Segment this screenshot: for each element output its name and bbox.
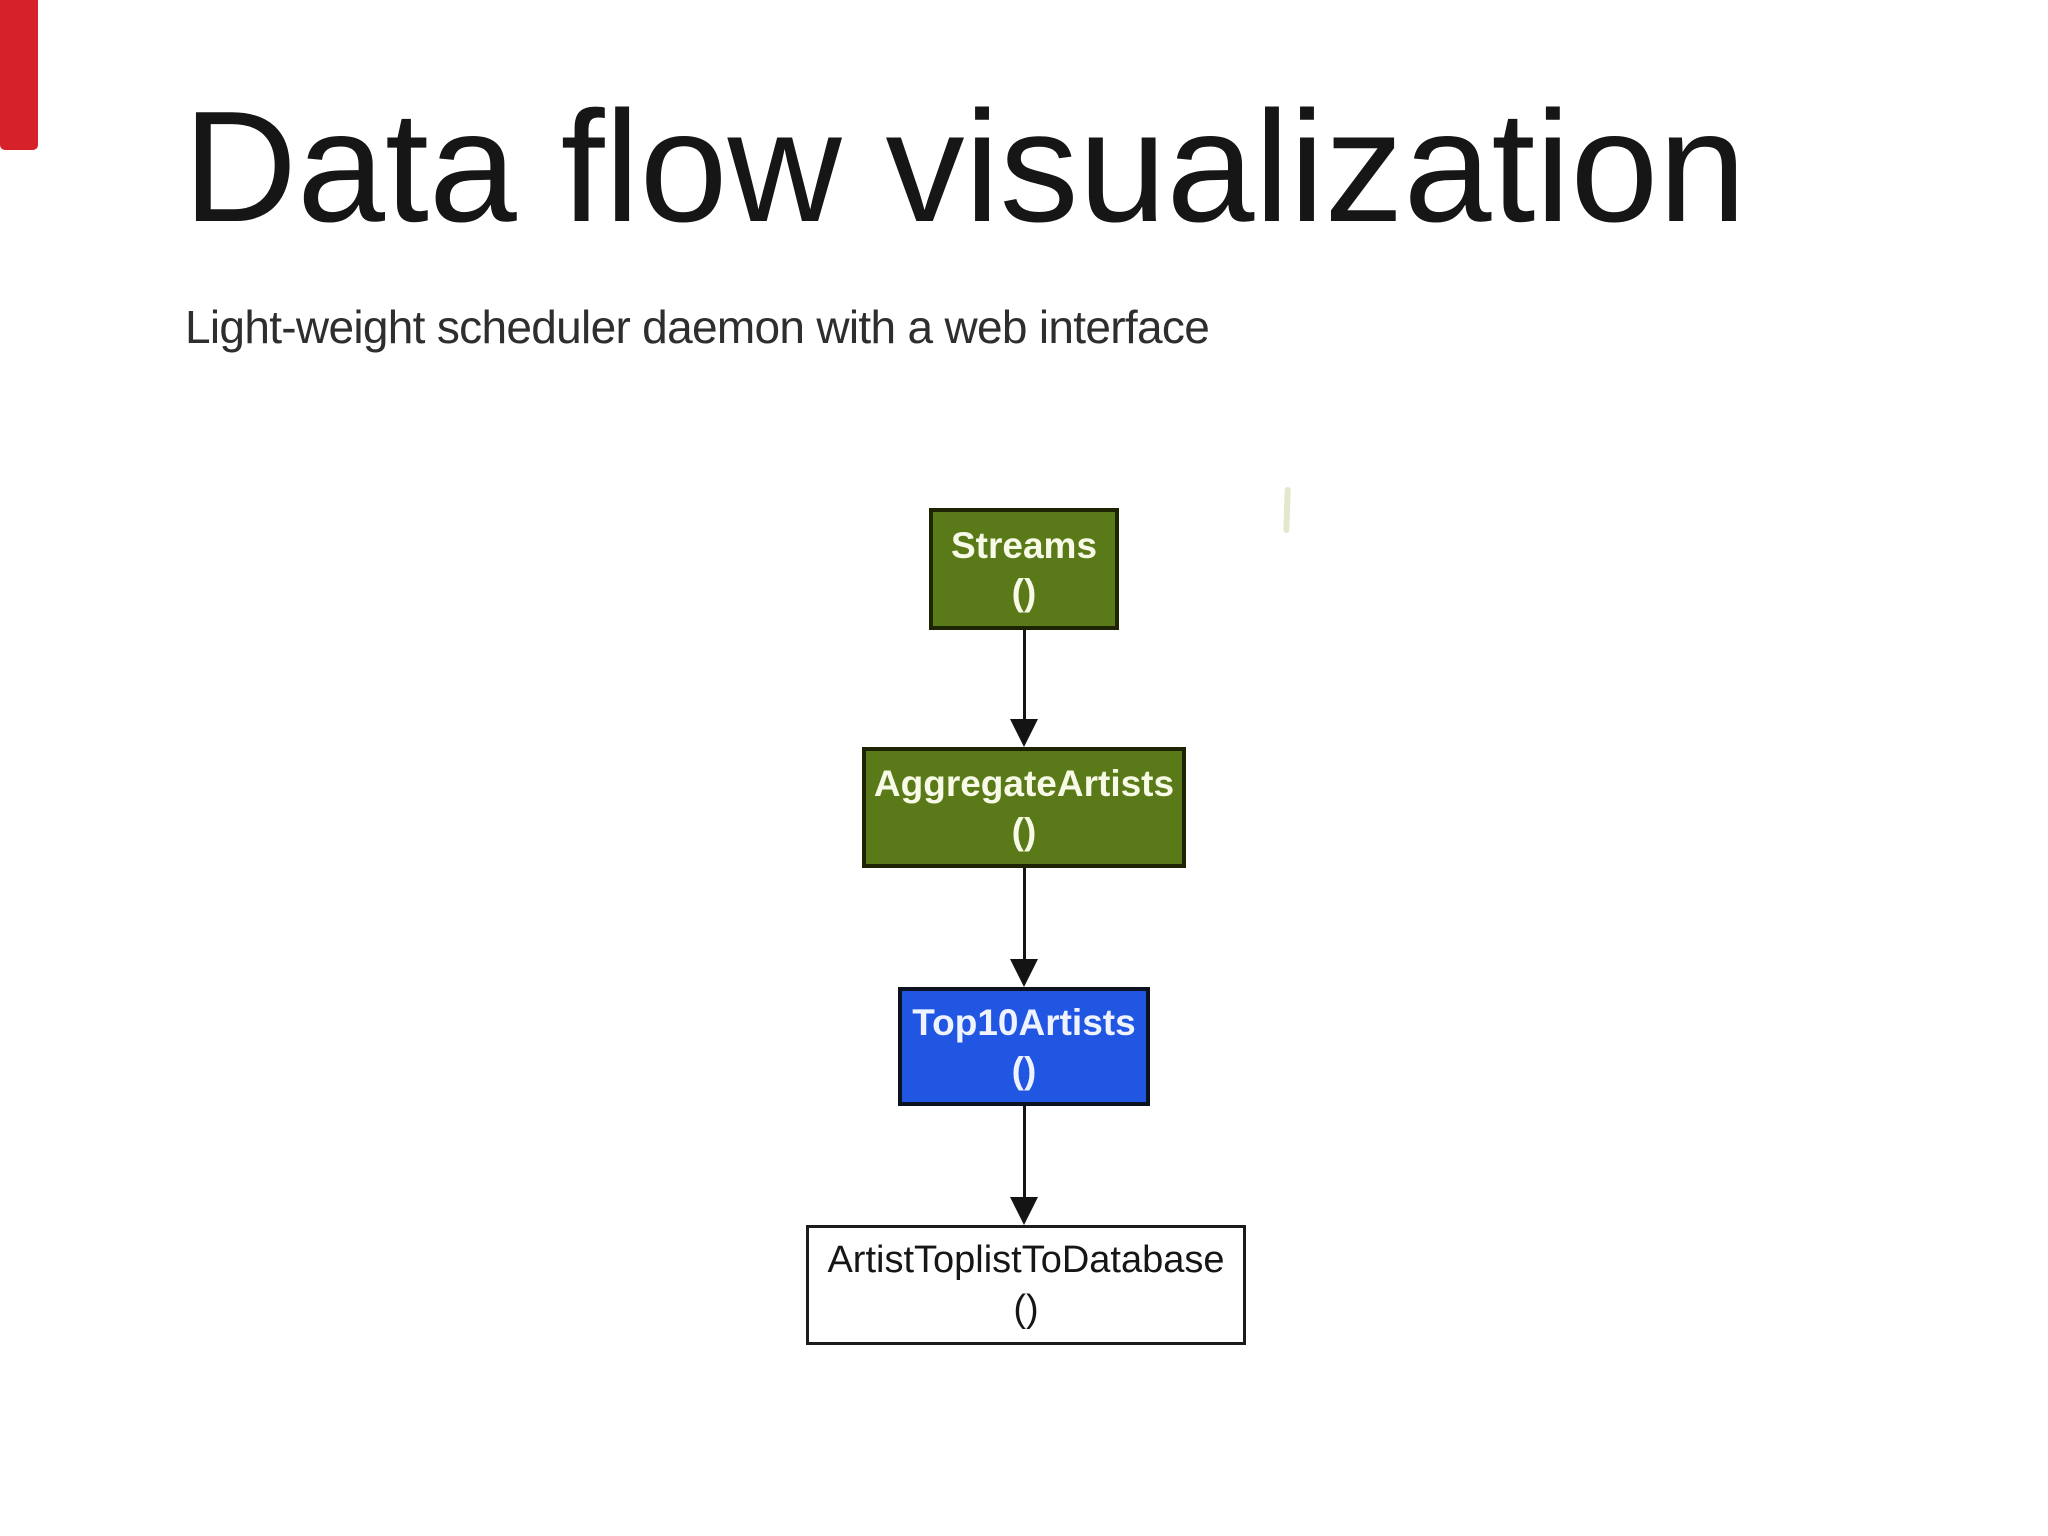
node-args: () xyxy=(1011,810,1037,852)
node-label: Streams xyxy=(950,524,1098,566)
node-args: () xyxy=(1011,1049,1037,1091)
arrow-line xyxy=(1022,630,1026,719)
flow-arrow-top10artists-to-artisttoplisttodatabase xyxy=(1010,1106,1038,1225)
scan-smudge-artifact xyxy=(1283,486,1291,534)
diagram-node-streams: Streams () xyxy=(929,508,1119,630)
diagram-node-top10artists: Top10Artists () xyxy=(898,987,1150,1106)
arrow-head-icon xyxy=(1010,1197,1038,1225)
flow-arrow-aggregateartists-to-top10artists xyxy=(1010,868,1038,987)
node-label: AggregateArtists xyxy=(873,763,1175,805)
flow-arrow-streams-to-aggregateartists xyxy=(1010,630,1038,747)
accent-bar xyxy=(0,0,38,150)
arrow-line xyxy=(1022,1106,1026,1197)
node-label: Top10Artists xyxy=(912,1002,1136,1044)
diagram-node-aggregateartists: AggregateArtists () xyxy=(862,747,1186,868)
slide-title: Data flow visualization xyxy=(183,79,1747,255)
node-args: () xyxy=(1013,1288,1039,1330)
arrow-line xyxy=(1022,868,1026,959)
arrow-head-icon xyxy=(1010,719,1038,747)
slide-subtitle: Light-weight scheduler daemon with a web… xyxy=(185,301,1210,353)
node-label: ArtistToplistToDatabase xyxy=(827,1239,1225,1282)
arrow-head-icon xyxy=(1010,959,1038,987)
node-args: () xyxy=(1011,572,1037,613)
diagram-node-artisttoplisttodatabase: ArtistToplistToDatabase () xyxy=(806,1225,1246,1345)
